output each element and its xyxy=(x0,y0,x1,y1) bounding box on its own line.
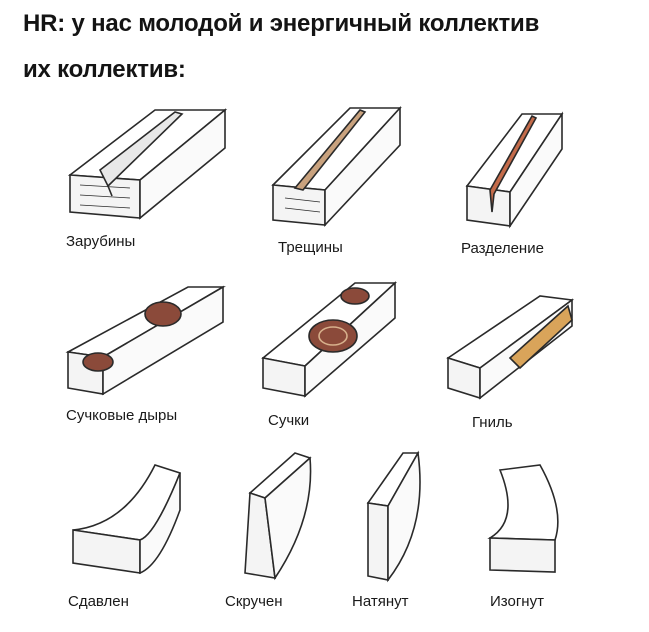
board-knots-drawing xyxy=(261,281,398,398)
defect-label-gouges: Зарубины xyxy=(66,233,136,250)
defect-label-knots: Сучки xyxy=(268,412,310,429)
board-crushed-drawing xyxy=(72,464,182,575)
post-caption-line-2: их коллектив: xyxy=(23,56,186,83)
defect-label-split: Разделение xyxy=(461,240,544,257)
board-stretched-drawing xyxy=(366,450,421,583)
defect-label-cracks: Трещины xyxy=(278,239,343,256)
defect-label-crushed: Сдавлен xyxy=(68,593,129,610)
defect-label-bent: Изогнут xyxy=(490,593,544,610)
board-split-drawing xyxy=(465,111,564,229)
defect-label-rot: Гниль xyxy=(472,414,513,431)
defect-label-stretched: Натянут xyxy=(352,593,409,610)
post-caption-line-1: HR: у нас молодой и энергичный коллектив xyxy=(23,10,540,37)
board-knot-holes-drawing xyxy=(65,285,226,396)
board-gouges-drawing xyxy=(67,108,228,220)
board-twisted-drawing xyxy=(244,452,312,581)
board-cracks-drawing xyxy=(271,105,402,228)
board-bent-drawing xyxy=(487,464,559,573)
board-rot-drawing xyxy=(446,295,575,400)
defect-label-knot-holes: Сучковые дыры xyxy=(66,407,178,424)
defect-label-twisted: Скручен xyxy=(225,593,283,610)
